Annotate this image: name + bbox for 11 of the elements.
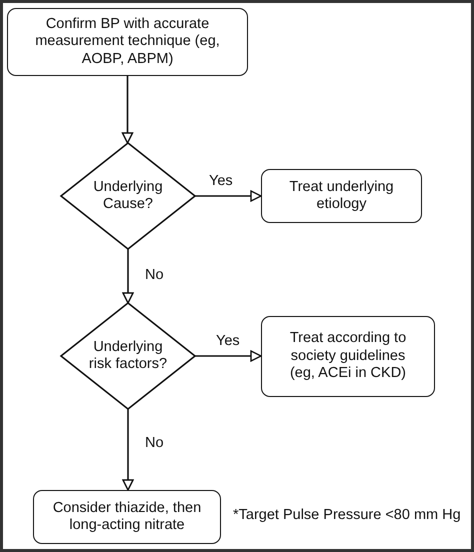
- step-text: Consider thiazide, then long-acting nitrate: [52, 500, 202, 534]
- process-box: [261, 169, 422, 223]
- process-box: [261, 316, 435, 397]
- process-box: [7, 8, 248, 76]
- decision-text: Underlying risk factors?: [88, 338, 168, 374]
- step-text: Confirm BP with accurate measurement technique (eg, AOBP, ABPM): [34, 16, 221, 68]
- step-text: Treat underlying etiology: [288, 178, 395, 214]
- note-text: *Target Pulse Pressure <80 mm Hg: [233, 508, 461, 524]
- decision-text: Underlying Cause?: [92, 178, 164, 214]
- step-text: Treat according to society guidelines (eg, ACEi in CKD): [288, 330, 408, 383]
- process-box: [33, 490, 221, 544]
